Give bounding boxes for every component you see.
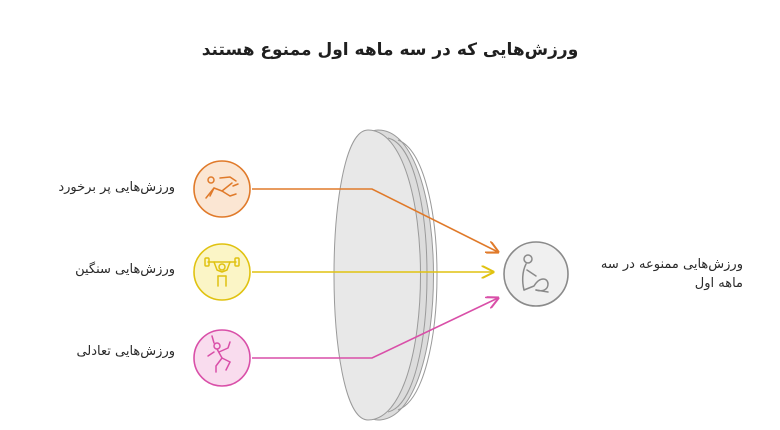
diagram-title: ورزش‌هایی که در سه ماهه اول ممنوع هستند <box>201 40 579 60</box>
contact-sport-icon <box>205 176 239 199</box>
label-contact-sport: ورزش‌هایی پر برخورد <box>58 180 175 195</box>
balance-climbing-icon <box>207 335 231 373</box>
label-heavy-sport: ورزش‌هایی سنگین <box>75 262 175 277</box>
label-forbidden-output: ورزش‌هایی ممنوعه در سه ماهه اول <box>600 257 743 291</box>
label-balance-sport: ورزش‌هایی تعادلی <box>76 344 175 359</box>
node-heavy-sport <box>193 243 251 301</box>
lens-filter <box>333 129 438 421</box>
node-balance-sport <box>193 329 251 387</box>
pregnant-woman-icon <box>521 254 549 293</box>
node-forbidden-output <box>503 241 569 307</box>
connector-balance <box>252 298 498 359</box>
node-contact-sport <box>193 160 251 218</box>
weightlifting-icon <box>204 257 240 287</box>
connector-contact <box>252 188 498 252</box>
